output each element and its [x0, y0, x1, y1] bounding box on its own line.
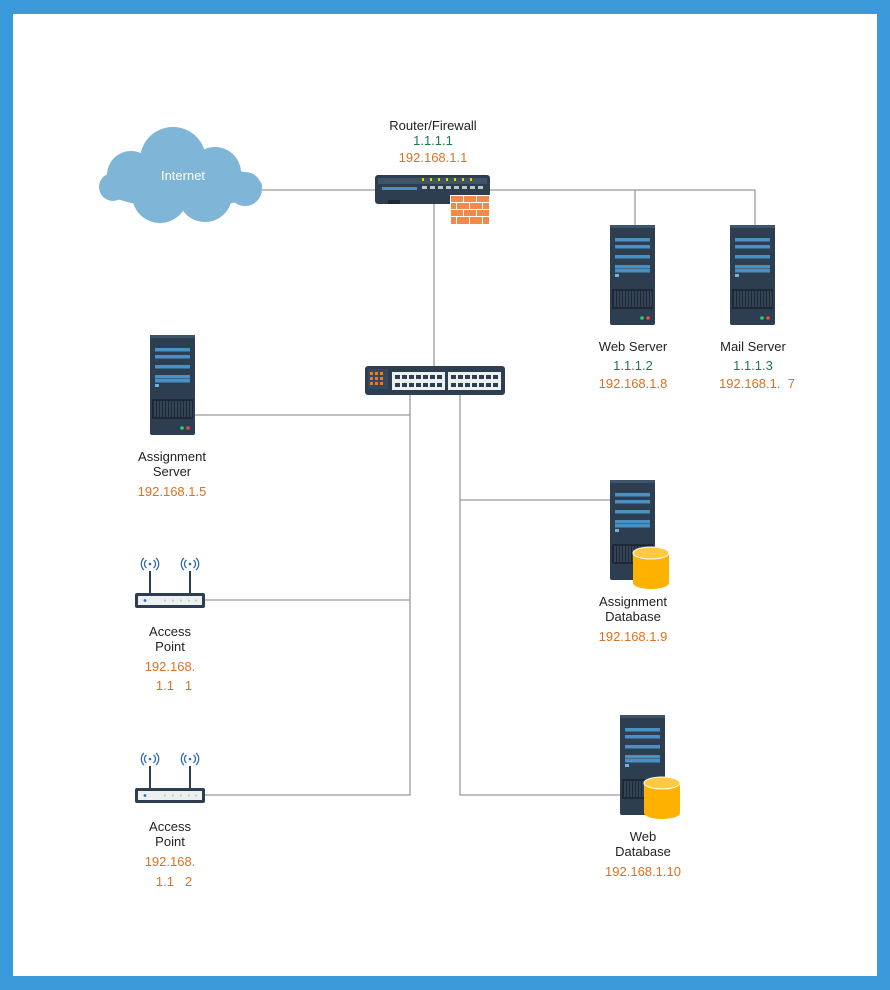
server-icon — [609, 224, 656, 326]
assignment-database-private-ip: 192.168.1.9 — [599, 629, 668, 644]
internet-label: Internet — [161, 168, 205, 183]
access-point-1-ip-line2: 1.1 1 — [156, 678, 192, 693]
access-point-1-label-line2: Point — [155, 639, 185, 654]
assignment-server-node: Assignment Server 192.168.1.5 — [138, 334, 207, 499]
router-public-ip: 1.1.1.1 — [413, 133, 453, 148]
switch-icon — [365, 366, 505, 395]
assignment-database-label-line2: Database — [605, 609, 661, 624]
cloud-icon — [99, 127, 262, 223]
access-point-icon — [134, 752, 206, 804]
assignment-server-label-line2: Server — [153, 464, 192, 479]
access-point-icon — [134, 557, 206, 609]
router-private-ip: 192.168.1.1 — [399, 150, 468, 165]
web-database-label-line2: Database — [615, 844, 671, 859]
internet-node: Internet — [99, 127, 262, 223]
mail-server-label: Mail Server — [720, 339, 786, 354]
link-router-mail-server — [488, 189, 756, 226]
access-point-1-label-line1: Access — [149, 624, 191, 639]
assignment-database-node: Assignment Database 192.168.1.9 — [599, 479, 670, 644]
assignment-database-label-line1: Assignment — [599, 594, 667, 609]
web-server-public-ip: 1.1.1.2 — [613, 358, 653, 373]
mail-server-private-ip: 192.168.1. 7 — [719, 376, 795, 391]
web-database-label-line1: Web — [630, 829, 657, 844]
mail-server-public-ip: 1.1.1.3 — [733, 358, 773, 373]
router-label: Router/Firewall — [389, 118, 477, 133]
access-point-2-ip-line1: 192.168. — [145, 854, 196, 869]
assignment-server-private-ip: 192.168.1.5 — [138, 484, 207, 499]
web-server-node: Web Server 1.1.1.2 192.168.1.8 — [599, 224, 668, 391]
access-point-1-ip-line1: 192.168. — [145, 659, 196, 674]
web-server-private-ip: 192.168.1.8 — [599, 376, 668, 391]
database-icon — [643, 776, 681, 820]
web-server-label: Web Server — [599, 339, 668, 354]
access-point-2-label-line1: Access — [149, 819, 191, 834]
assignment-server-label-line1: Assignment — [138, 449, 206, 464]
link-switch-left-trunk — [194, 414, 411, 796]
server-icon — [149, 334, 196, 436]
server-icon — [729, 224, 776, 326]
access-point-2-ip-line2: 1.1 2 — [156, 874, 192, 889]
access-point-1-node: Access Point 192.168. 1.1 1 — [134, 557, 206, 693]
access-point-2-label-line2: Point — [155, 834, 185, 849]
web-database-private-ip: 192.168.1.10 — [605, 864, 681, 879]
link-switch-right-trunk — [459, 392, 620, 796]
router-node: Router/Firewall 1.1.1.1 192.168.1.1 — [375, 118, 490, 225]
connections — [194, 189, 756, 796]
access-point-2-node: Access Point 192.168. 1.1 2 — [134, 752, 206, 889]
mail-server-node: Mail Server 1.1.1.3 192.168.1. 7 — [719, 224, 795, 391]
database-icon — [632, 546, 670, 590]
web-database-node: Web Database 192.168.1.10 — [605, 714, 681, 879]
firewall-icon — [450, 195, 490, 225]
